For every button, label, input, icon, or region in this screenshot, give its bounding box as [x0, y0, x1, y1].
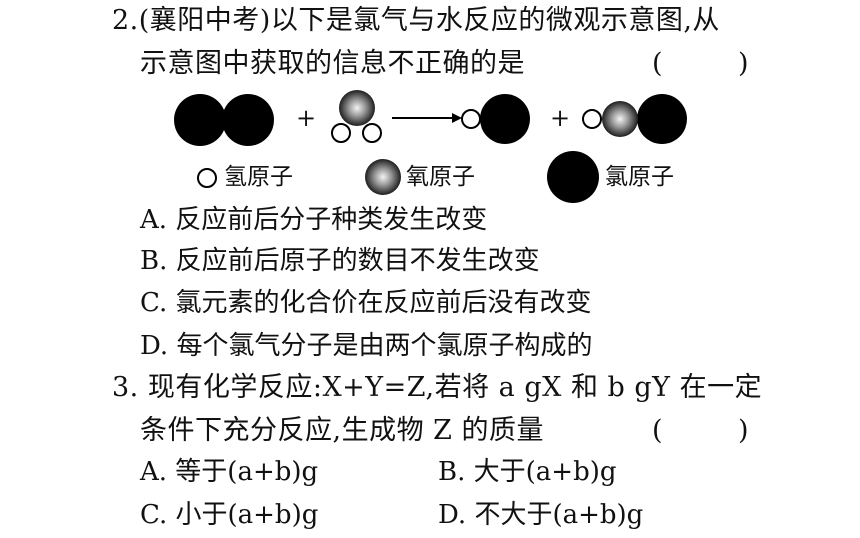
q3-option-a[interactable]: A. 等于(a+b)g: [140, 457, 319, 487]
legend-hydrogen-label: 氢原子: [224, 164, 293, 190]
q2-stem-line2: 示意图中获取的信息不正确的是: [140, 48, 525, 79]
q3-option-b[interactable]: B. 大于(a+b)g: [438, 457, 617, 487]
reaction-arrow: [392, 113, 462, 123]
chlorine-atom: [222, 94, 274, 146]
legend-oxygen-label: 氧原子: [406, 164, 475, 190]
chlorine-atom: [174, 94, 226, 146]
q2-option-a[interactable]: A. 反应前后分子种类发生改变: [140, 205, 488, 235]
legend-chlorine-label: 氯原子: [605, 164, 674, 190]
q3-stem-line2: 条件下充分反应,生成物 Z 的质量: [140, 415, 545, 446]
oxygen-atom: [602, 101, 638, 137]
hydrogen-atom: [582, 109, 602, 129]
hydrogen-atom: [461, 109, 481, 129]
plus-sign-right: +: [550, 104, 571, 132]
chlorine-atom: [480, 94, 530, 144]
oxygen-atom: [339, 90, 375, 126]
legend-hydrogen-icon: [197, 168, 217, 188]
q3-option-d[interactable]: D. 不大于(a+b)g: [438, 500, 644, 530]
q3-answer-paren-open: (: [652, 415, 663, 446]
legend-chlorine-icon: [547, 151, 599, 203]
legend-oxygen-icon: [365, 159, 401, 195]
hcl-molecule: [461, 94, 530, 144]
q2-option-d[interactable]: D. 每个氯气分子是由两个氯原子构成的: [140, 331, 593, 361]
chlorine-molecule: [174, 94, 274, 146]
chlorine-atom: [637, 94, 687, 144]
water-molecule: [331, 90, 382, 143]
q2-answer-paren-open: (: [652, 48, 663, 79]
q3-option-c[interactable]: C. 小于(a+b)g: [140, 500, 319, 530]
q2-option-b[interactable]: B. 反应前后原子的数目不发生改变: [140, 246, 540, 276]
hydrogen-atom: [331, 123, 351, 143]
hclo-molecule: [582, 94, 687, 144]
hydrogen-atom: [362, 123, 382, 143]
q2-stem-line1: 2.(襄阳中考)以下是氯气与水反应的微观示意图,从: [112, 5, 720, 36]
plus-sign-left: +: [296, 104, 317, 132]
q2-option-c[interactable]: C. 氯元素的化合价在反应前后没有改变: [140, 288, 592, 318]
q3-answer-paren-close: ): [738, 415, 749, 446]
q2-answer-paren-close: ): [738, 48, 749, 79]
q3-stem-line1: 3. 现有化学反应:X+Y=Z,若将 a gX 和 b gY 在一定: [112, 372, 763, 403]
